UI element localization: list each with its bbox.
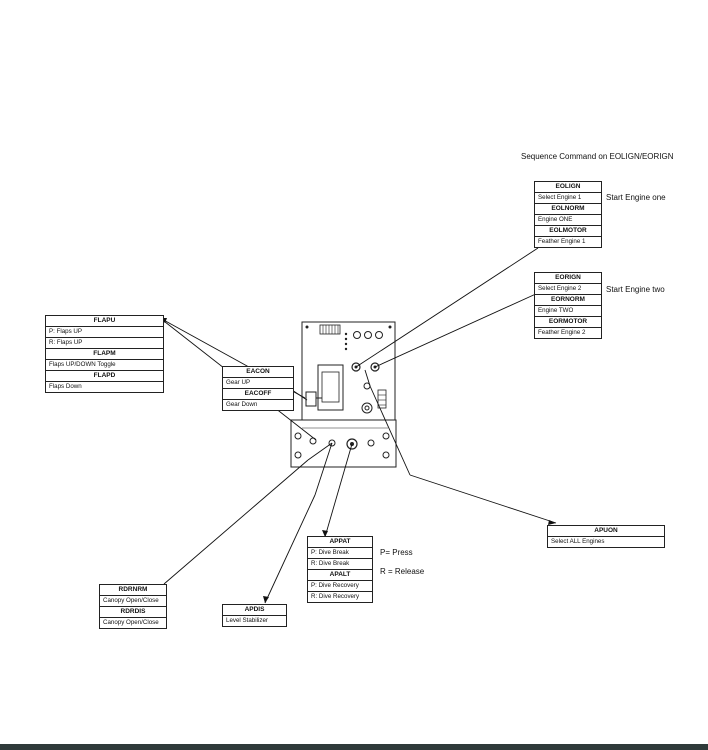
flapm-header: FLAPM xyxy=(46,349,163,360)
flapm-row: Flaps UP/DOWN Toggle xyxy=(46,360,163,371)
eormotor-row: Feather Engine 2 xyxy=(538,329,586,336)
apuon-row: Select ALL Engines xyxy=(551,538,605,545)
upper-panel xyxy=(301,321,396,423)
appat-press-row: P: Dive Break xyxy=(308,548,372,559)
apdis-box: APDIS Level Stabilizer xyxy=(222,604,287,627)
eolmotor-header: EOLMOTOR xyxy=(535,226,601,237)
release-note: R = Release xyxy=(380,567,425,576)
rdrnrm-header: RDRNRM xyxy=(100,585,166,596)
eolign-row: Select Engine 1 xyxy=(535,193,601,204)
eacoff-header: EACOFF xyxy=(223,389,293,400)
bottom-bar xyxy=(0,744,708,750)
eacoff-row: Gear Down xyxy=(226,401,258,408)
eorign-box: EORIGN Select Engine 2 EORNORM Engine TW… xyxy=(534,272,602,339)
engine-one-note: Start Engine one xyxy=(606,193,666,202)
appat-box: APPAT P: Dive Break R: Dive Break APALT … xyxy=(307,536,373,603)
eormotor-header: EORMOTOR xyxy=(535,317,601,328)
apdis-row: Level Stabilizer xyxy=(226,617,268,624)
rdrnrm-row: Canopy Open/Close xyxy=(100,596,166,607)
apalt-press-row: P: Dive Recovery xyxy=(308,581,372,592)
rdrdis-row: Canopy Open/Close xyxy=(103,619,159,626)
press-note: P= Press xyxy=(380,548,413,557)
rdrdis-header: RDRDIS xyxy=(100,607,166,618)
eorign-row: Select Engine 2 xyxy=(535,284,601,295)
vent-grid-icon xyxy=(319,324,341,335)
flapu-box: FLAPU P: Flaps UP R: Flaps UP FLAPM Flap… xyxy=(45,315,164,393)
eolign-header: EOLIGN xyxy=(535,182,601,193)
sequence-note: Sequence Command on EOLIGN/EORIGN xyxy=(521,152,674,161)
flapu-press-row: P: Flaps UP xyxy=(46,327,163,338)
apalt-release-row: R: Dive Recovery xyxy=(311,593,360,600)
flapd-header: FLAPD xyxy=(46,371,163,382)
eolmotor-row: Feather Engine 1 xyxy=(538,238,586,245)
apuon-box: APUON Select ALL Engines xyxy=(547,525,665,548)
eacon-row: Gear UP xyxy=(223,378,293,389)
engine-two-note: Start Engine two xyxy=(606,285,665,294)
eolign-box: EOLIGN Select Engine 1 EOLNORM Engine ON… xyxy=(534,181,602,248)
eorign-header: EORIGN xyxy=(535,273,601,284)
apdis-header: APDIS xyxy=(223,605,286,616)
eacon-box: EACON Gear UP EACOFF Gear Down xyxy=(222,366,294,411)
flapu-release-row: R: Flaps UP xyxy=(46,338,163,349)
appat-release-row: R: Dive Break xyxy=(308,559,372,570)
eornorm-row: Engine TWO xyxy=(535,306,601,317)
eolnorm-header: EOLNORM xyxy=(535,204,601,215)
apuon-header: APUON xyxy=(548,526,664,537)
flapd-row: Flaps Down xyxy=(49,383,82,390)
appat-header: APPAT xyxy=(308,537,372,548)
lower-panel xyxy=(290,419,397,468)
apalt-header: APALT xyxy=(308,570,372,581)
flapu-header: FLAPU xyxy=(46,316,163,327)
eornorm-header: EORNORM xyxy=(535,295,601,306)
eacon-header: EACON xyxy=(223,367,293,378)
rdrnrm-box: RDRNRM Canopy Open/Close RDRDIS Canopy O… xyxy=(99,584,167,629)
eolnorm-row: Engine ONE xyxy=(535,215,601,226)
